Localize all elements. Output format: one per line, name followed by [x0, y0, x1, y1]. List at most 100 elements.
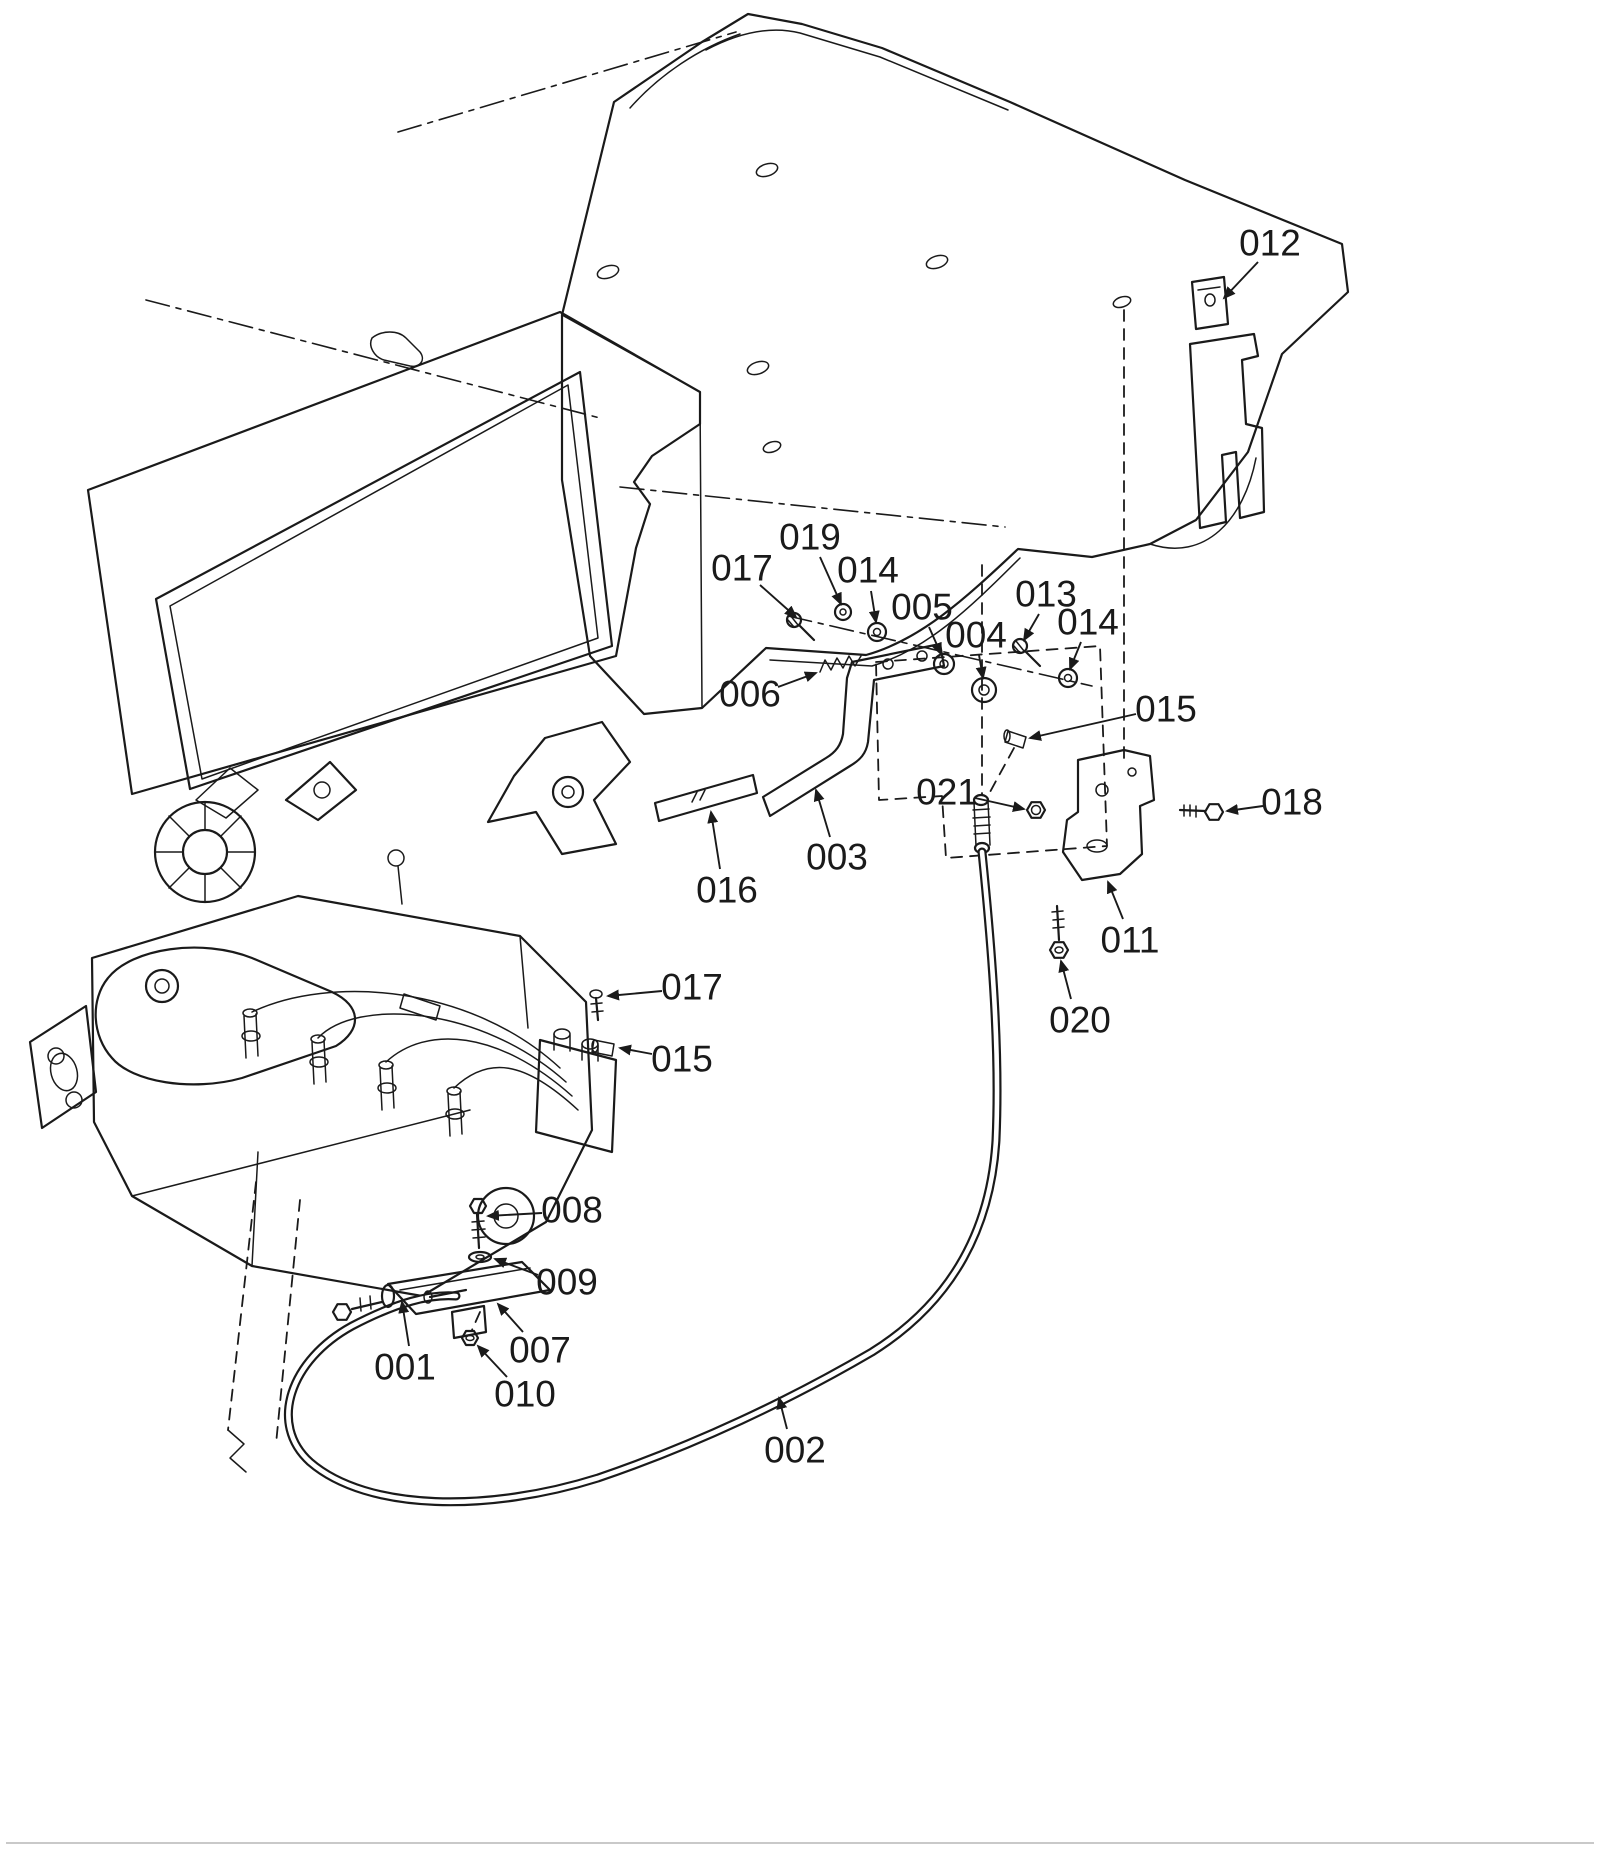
side-panel [86, 310, 702, 796]
valve-cover [94, 946, 357, 1086]
nut-021 [1025, 801, 1047, 819]
callout-arrow [868, 590, 880, 624]
callout-006-8: 006 [719, 671, 818, 715]
callout-label: 008 [541, 1190, 603, 1231]
callout-arrow [1225, 804, 1264, 815]
callout-arrow [493, 1257, 539, 1276]
spring [819, 655, 862, 673]
callout-012-0: 012 [1222, 223, 1301, 300]
callout-label: 005 [891, 587, 953, 628]
callout-arrow [777, 671, 818, 688]
hood-bracket [1188, 275, 1266, 530]
callout-arrow [1107, 880, 1124, 920]
callout-018-10: 018 [1225, 782, 1323, 823]
injection-pump [534, 1038, 618, 1154]
callout-019-1: 019 [779, 517, 842, 606]
engine-block [90, 894, 594, 1298]
callout-010-22: 010 [476, 1344, 556, 1415]
hood-panel [145, 12, 1350, 796]
callout-arrow [486, 1209, 543, 1221]
bolt-008 [468, 1197, 488, 1250]
washer-014a [866, 621, 888, 643]
callout-014-7: 014 [1057, 602, 1119, 671]
callout-arrow [476, 1344, 508, 1378]
callout-label: 020 [1049, 1000, 1111, 1041]
callout-004-5: 004 [945, 615, 1007, 680]
fan [486, 720, 632, 856]
callout-arrow [707, 810, 721, 870]
callout-label: 012 [1239, 223, 1301, 264]
callout-arrow [618, 1044, 653, 1056]
callout-label: 014 [837, 550, 899, 591]
screw-017-engine [589, 989, 604, 1022]
cable-mount-bracket [1025, 748, 1225, 959]
callout-label: 001 [374, 1347, 436, 1388]
callout-arrow [975, 654, 987, 680]
washer-019 [833, 602, 853, 622]
callout-021-11: 021 [916, 772, 1026, 813]
collar-005 [932, 652, 956, 676]
callout-arrow [496, 1302, 524, 1333]
callout-label: 021 [916, 772, 978, 813]
callout-label: 009 [536, 1262, 598, 1303]
callout-label: 007 [509, 1330, 571, 1371]
callout-arrow [813, 788, 831, 838]
callout-017-16: 017 [606, 967, 723, 1008]
callout-label: 018 [1261, 782, 1323, 823]
bolt-013 [1011, 637, 1042, 668]
callout-arrow [606, 989, 663, 1001]
callout-label: 011 [1101, 920, 1160, 961]
callout-label: 013 [1015, 574, 1077, 615]
washer-014b [1057, 667, 1079, 689]
throttle-lever-assembly [653, 602, 1108, 859]
callout-009-19: 009 [493, 1257, 598, 1303]
callout-label: 003 [806, 837, 868, 878]
callout-002-23: 002 [764, 1396, 826, 1471]
callout-arrow [1058, 959, 1072, 1000]
bolt-018 [1178, 803, 1225, 821]
callout-020-15: 020 [1049, 959, 1111, 1041]
bolt-001 [331, 1283, 396, 1321]
callout-label: 006 [719, 674, 781, 715]
bracket-011 [1061, 748, 1156, 882]
pin-015 [1003, 729, 1027, 749]
callout-arrow [1069, 641, 1082, 671]
callout-label: 010 [494, 1374, 556, 1415]
callout-arrow [1023, 613, 1040, 642]
callout-017-2: 017 [711, 548, 798, 619]
callout-label: 004 [945, 615, 1007, 656]
callout-label: 014 [1057, 602, 1119, 643]
screw-017 [785, 611, 816, 642]
callout-arrow [759, 584, 798, 619]
callout-arrow [819, 556, 842, 606]
pin-015-engine [591, 1039, 615, 1057]
callout-011-14: 011 [1101, 880, 1160, 961]
callout-013-6: 013 [1015, 574, 1077, 642]
callout-007-20: 007 [496, 1302, 571, 1371]
callout-015-9: 015 [1028, 689, 1197, 741]
callout-arrow [398, 1300, 410, 1347]
callout-arrow [1028, 713, 1137, 741]
fastener-axis-line [787, 615, 1093, 687]
callout-015-17: 015 [618, 1039, 713, 1080]
callout-016-13: 016 [696, 810, 758, 911]
callout-arrow [974, 797, 1026, 812]
callout-label: 017 [661, 967, 723, 1008]
callout-arrow [1222, 261, 1259, 300]
callout-label: 015 [1135, 689, 1197, 730]
callout-003-12: 003 [806, 788, 868, 878]
grommet-004 [970, 676, 998, 704]
washer-009 [467, 1250, 493, 1264]
callout-014-3: 014 [837, 550, 899, 624]
bolt-020 [1048, 904, 1070, 959]
phantom-mount-plate [875, 645, 1108, 859]
callout-arrow [928, 626, 942, 656]
nut-010 [460, 1311, 481, 1347]
callout-arrow [776, 1396, 788, 1430]
flat-bar [653, 773, 759, 823]
callout-label: 017 [711, 548, 773, 589]
callout-label: 015 [651, 1039, 713, 1080]
control-cable [283, 847, 1002, 1507]
